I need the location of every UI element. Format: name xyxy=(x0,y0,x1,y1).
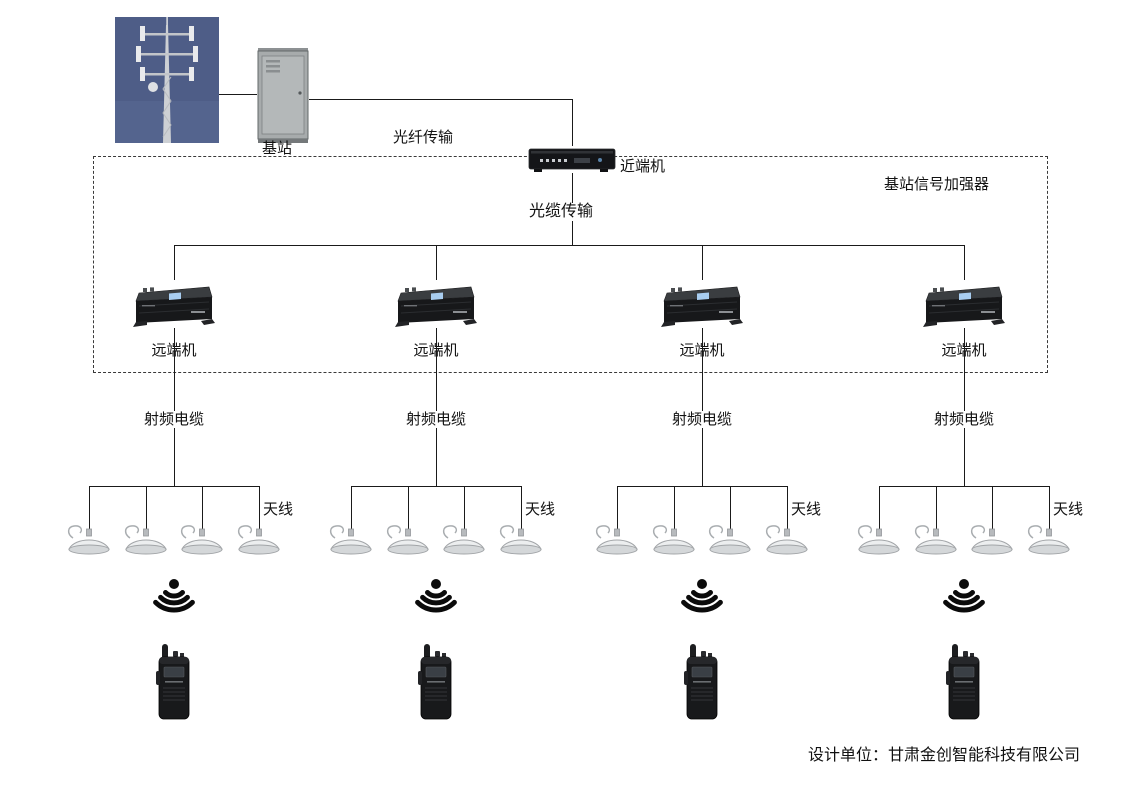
ceiling-antenna-icon xyxy=(440,522,488,556)
remote-unit-label: 远端机 xyxy=(679,342,725,359)
base-station-label: 基站 xyxy=(262,140,293,157)
antenna-label: 天线 xyxy=(1053,501,1084,518)
optical-branch-line xyxy=(964,245,965,280)
rf-cable-line xyxy=(174,328,175,486)
remote-unit-label: 远端机 xyxy=(413,342,459,359)
remote-unit-device-icon xyxy=(395,280,477,328)
rf-cable-label: 射频电缆 xyxy=(668,411,736,429)
antenna-drop-line xyxy=(787,486,788,530)
ceiling-antenna-icon xyxy=(384,522,432,556)
walkie-talkie-icon xyxy=(943,643,985,721)
antenna-drop-line xyxy=(521,486,522,530)
rf-cable-label: 射频电缆 xyxy=(930,411,998,429)
fiber-transmission-label: 光纤传输 xyxy=(393,129,454,146)
antenna-drop-line xyxy=(464,486,465,530)
cell-tower-photo xyxy=(115,17,219,143)
ceiling-antenna-icon xyxy=(593,522,641,556)
optical-cable-label: 光缆传输 xyxy=(527,203,596,222)
remote-unit-label: 远端机 xyxy=(941,342,987,359)
distribution-branch: 远端机 射频电缆 天线 xyxy=(572,245,832,731)
ceiling-antenna-icon xyxy=(497,522,545,556)
signal-waves-icon xyxy=(413,575,459,621)
near-end-device-icon xyxy=(528,148,616,172)
walkie-talkie-icon xyxy=(415,643,457,721)
optical-branch-line xyxy=(702,245,703,280)
antenna-drop-line xyxy=(146,486,147,530)
signal-waves-icon xyxy=(941,575,987,621)
antenna-drop-line xyxy=(1049,486,1050,530)
signal-waves-icon xyxy=(679,575,725,621)
ceiling-antenna-icon xyxy=(706,522,754,556)
remote-unit-device-icon xyxy=(661,280,743,328)
antenna-label: 天线 xyxy=(791,501,822,518)
antenna-feeder-line xyxy=(617,486,788,487)
walkie-talkie-icon xyxy=(153,643,195,721)
ceiling-antenna-icon xyxy=(763,522,811,556)
distribution-branch: 远端机 射频电缆 天线 xyxy=(306,245,566,731)
ceiling-antenna-icon xyxy=(65,522,113,556)
antenna-drop-line xyxy=(879,486,880,530)
rf-cable-line xyxy=(964,328,965,486)
antenna-feeder-line xyxy=(879,486,1050,487)
ceiling-antenna-icon xyxy=(235,522,283,556)
antenna-drop-line xyxy=(936,486,937,530)
antenna-drop-line xyxy=(259,486,260,530)
rf-cable-label: 射频电缆 xyxy=(402,411,470,429)
ceiling-antenna-icon xyxy=(968,522,1016,556)
antenna-drop-line xyxy=(351,486,352,530)
fiber-link-line xyxy=(309,99,572,100)
ceiling-antenna-icon xyxy=(1025,522,1073,556)
antenna-drop-line xyxy=(674,486,675,530)
amplifier-system-label: 基站信号加强器 xyxy=(884,176,990,193)
distribution-line xyxy=(174,245,964,246)
signal-waves-icon xyxy=(151,575,197,621)
antenna-drop-line xyxy=(202,486,203,530)
ceiling-antenna-icon xyxy=(855,522,903,556)
rf-cable-label: 射频电缆 xyxy=(140,411,208,429)
optical-branch-line xyxy=(174,245,175,280)
antenna-feeder-line xyxy=(351,486,522,487)
remote-unit-device-icon xyxy=(133,280,215,328)
designer-credit: 设计单位：甘肃金创智能科技有限公司 xyxy=(808,747,1081,764)
remote-unit-label: 远端机 xyxy=(151,342,197,359)
ceiling-antenna-icon xyxy=(650,522,698,556)
rf-cable-line xyxy=(436,328,437,486)
ceiling-antenna-icon xyxy=(122,522,170,556)
antenna-drop-line xyxy=(992,486,993,530)
outdoor-cabinet-icon xyxy=(257,48,309,143)
fiber-drop-line xyxy=(572,99,573,146)
tower-cabinet-line xyxy=(219,94,257,95)
antenna-label: 天线 xyxy=(525,501,556,518)
antenna-drop-line xyxy=(730,486,731,530)
antenna-feeder-line xyxy=(89,486,260,487)
remote-unit-device-icon xyxy=(923,280,1005,328)
ceiling-antenna-icon xyxy=(178,522,226,556)
antenna-drop-line xyxy=(408,486,409,530)
distribution-branch: 远端机 射频电缆 天线 xyxy=(44,245,304,731)
antenna-drop-line xyxy=(617,486,618,530)
antenna-drop-line xyxy=(89,486,90,530)
ceiling-antenna-icon xyxy=(912,522,960,556)
optical-branch-line xyxy=(436,245,437,280)
rf-cable-line xyxy=(702,328,703,486)
antenna-label: 天线 xyxy=(263,501,294,518)
distribution-branch: 远端机 射频电缆 天线 xyxy=(834,245,1094,731)
ceiling-antenna-icon xyxy=(327,522,375,556)
near-end-unit-label: 近端机 xyxy=(620,158,666,175)
walkie-talkie-icon xyxy=(681,643,723,721)
